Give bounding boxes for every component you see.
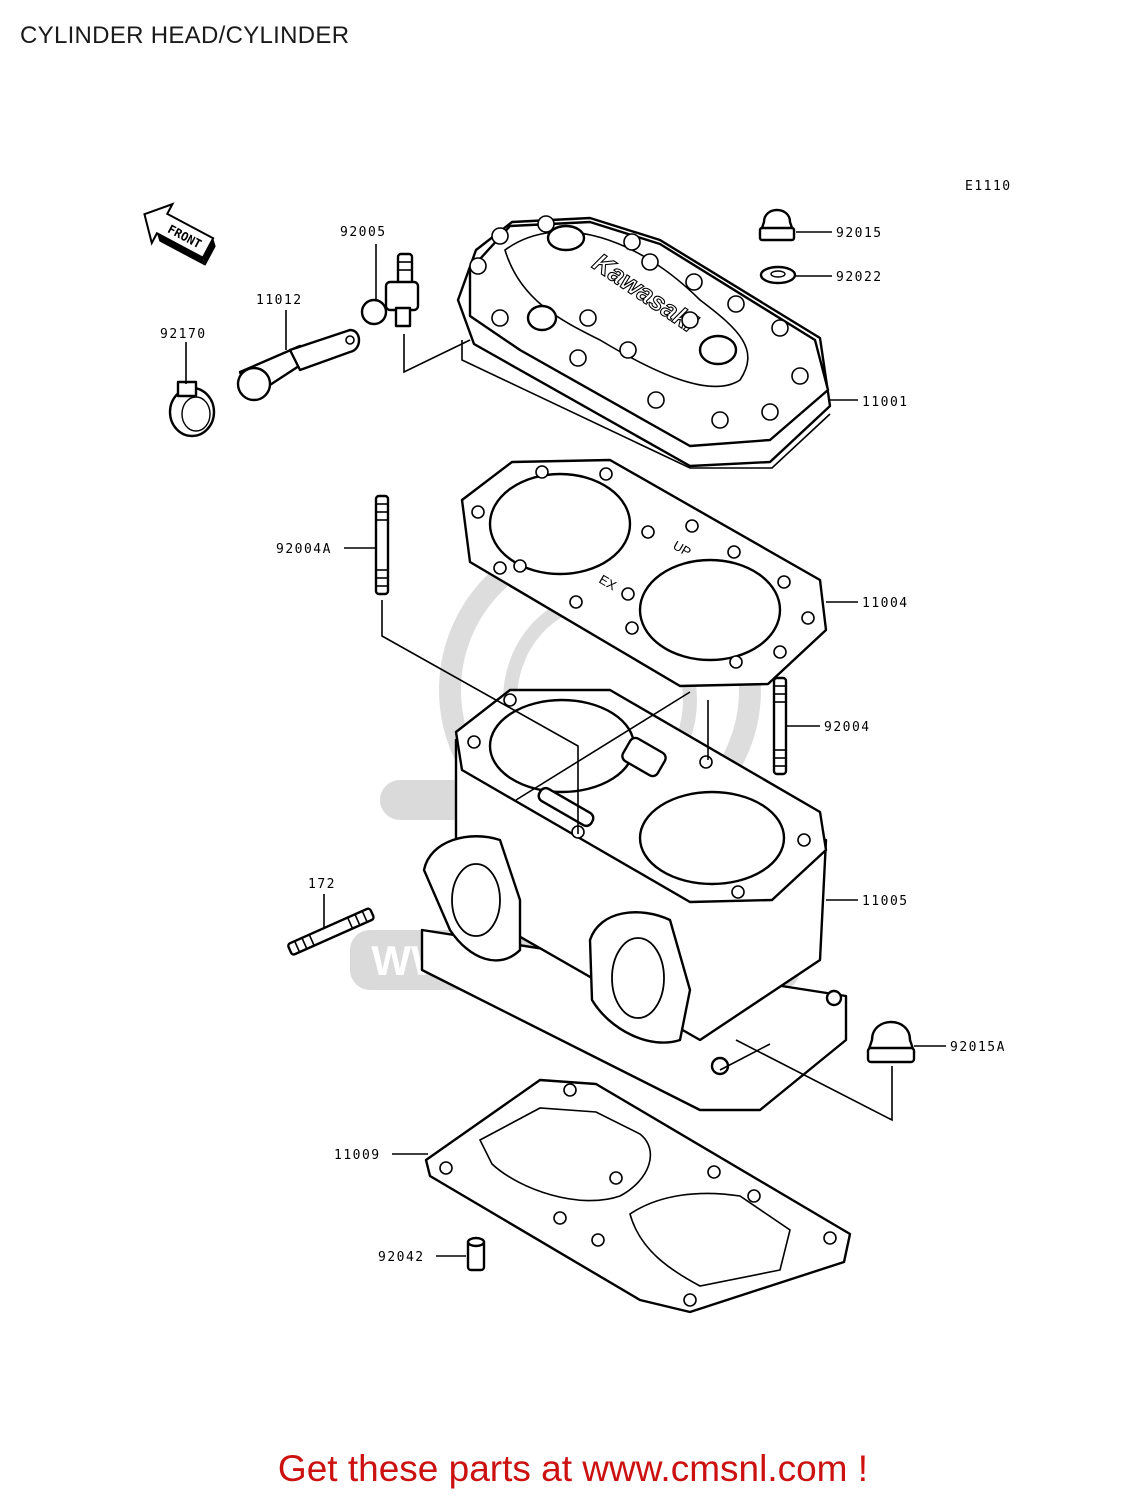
callout-92005: 92005 [340, 225, 387, 240]
figure-code: E1110 [965, 179, 1012, 194]
head-gasket-11004: UP EX [460, 458, 828, 688]
callout-92004a: 92004A [276, 542, 332, 557]
callout-172: 172 [308, 877, 336, 892]
callout-92042: 92042 [378, 1250, 425, 1265]
clamp-92170 [168, 380, 216, 438]
cylinder-block-11005 [420, 688, 848, 1112]
washer-92022 [759, 265, 797, 285]
cylinder-head-11001: Kawasaki [456, 215, 832, 469]
callout-92022: 92022 [836, 270, 883, 285]
callout-11004: 11004 [862, 596, 909, 611]
base-gasket-11009 [424, 1078, 852, 1314]
cmsnl-parts-link[interactable]: Get these parts at www.cmsnl.com ! [277, 1448, 869, 1489]
page-title: CYLINDER HEAD/CYLINDER [20, 22, 350, 49]
cap-11012 [236, 328, 361, 402]
front-arrow-icon: FRONT [143, 202, 216, 266]
callout-92170: 92170 [160, 327, 207, 342]
stud-92004 [772, 676, 788, 776]
callout-92015: 92015 [836, 226, 883, 241]
callout-11012: 11012 [256, 293, 303, 308]
callout-11005: 11005 [862, 894, 909, 909]
callout-11001: 11001 [862, 395, 909, 410]
exploded-parts-diagram: WWW.CMSNL.COM E1110 FRONT [143, 179, 1012, 1314]
callout-92004: 92004 [824, 720, 871, 735]
callout-labels: 92005 92015 92022 11012 92170 11001 9200… [160, 225, 1006, 1265]
stud-172 [287, 907, 375, 956]
dowel-pin-92042 [466, 1236, 486, 1272]
callout-92015a: 92015A [950, 1040, 1006, 1055]
callout-11009: 11009 [334, 1148, 381, 1163]
stud-92004a [374, 494, 390, 596]
leader-lines [185, 231, 946, 1257]
cap-nut-92015 [758, 208, 796, 242]
cap-nut-92015a [866, 1020, 916, 1064]
bleeder-fitting-92005 [360, 252, 420, 328]
